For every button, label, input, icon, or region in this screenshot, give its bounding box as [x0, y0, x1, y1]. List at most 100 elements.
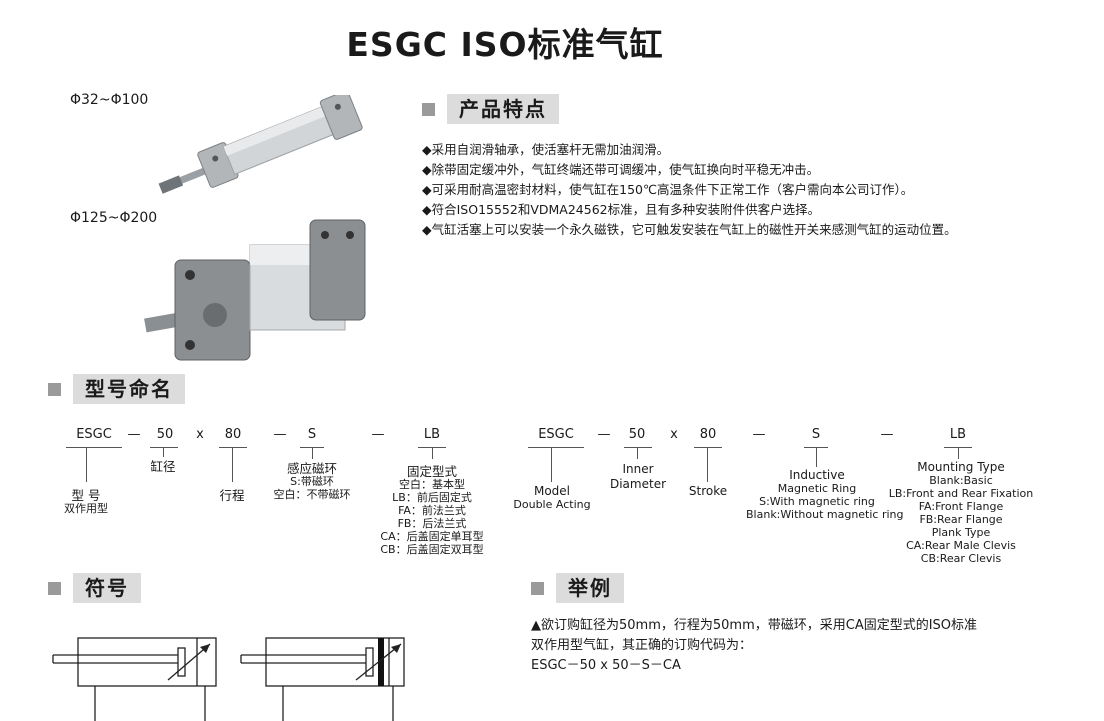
mount-line: CA：后盖固定单耳型	[380, 530, 484, 543]
code-series: ESGC	[76, 427, 112, 442]
model-section-header: 型号命名	[48, 374, 185, 404]
code-connector	[312, 447, 313, 459]
example-line: 双作用型气缸，其正确的订购代码为：	[531, 638, 753, 653]
sensor-line: 空白：不带磁环	[273, 488, 351, 501]
sensor-title: 感应磁环	[286, 461, 337, 476]
code-stroke: 80	[699, 427, 717, 442]
code-x: x	[670, 427, 678, 442]
example-code: ESGC－50 x 50－S－CA	[531, 658, 681, 673]
bore-line: Inner	[622, 462, 654, 476]
sensor-label-zh: 感应磁环 S:带磁环 空白：不带磁环	[262, 462, 362, 501]
stroke-label-en: Stroke	[688, 484, 728, 498]
feature-item: ◆除带固定缓冲外，气缸终端还带可调缓冲，使气缸换向时平稳无冲击。	[422, 162, 820, 177]
code-series: ESGC	[538, 427, 574, 442]
code-mount: LB	[423, 427, 441, 442]
example-heading: 举例	[556, 573, 624, 603]
features-section-header: 产品特点	[422, 94, 559, 124]
feature-item: ◆采用自润滑轴承，使活塞杆无需加油润滑。	[422, 142, 670, 157]
mount-title: Mounting Type	[917, 460, 1005, 474]
model-title: 型 号	[71, 488, 101, 503]
mount-line: 空白：基本型	[399, 478, 465, 491]
mount-line: FA：前法兰式	[398, 504, 466, 517]
code-dash: —	[880, 427, 894, 442]
section-square-icon	[48, 382, 61, 396]
code-connector	[637, 447, 638, 459]
example-text: ▲欲订购缸径为50mm，行程为50mm，带磁环，采用CA固定型式的ISO标准 双…	[531, 616, 977, 676]
code-stroke: 80	[224, 427, 242, 442]
code-underline	[150, 447, 178, 448]
sensor-line: S:带磁环	[290, 475, 334, 488]
mount-line: CB:Rear Clevis	[920, 552, 1002, 565]
code-sensor: S	[307, 427, 317, 442]
symbol-magnetic	[240, 637, 405, 721]
mount-line: CA:Rear Male Clevis	[906, 539, 1016, 552]
sensor-line: Magnetic Ring	[777, 482, 857, 495]
model-subtitle: Double Acting	[513, 498, 591, 511]
symbol-section-header: 符号	[48, 573, 141, 603]
code-connector	[958, 447, 959, 459]
code-connector	[86, 447, 87, 482]
mount-line: FA:Front Flange	[918, 500, 1004, 513]
code-bore: 50	[628, 427, 646, 442]
model-heading: 型号命名	[73, 374, 185, 404]
code-underline	[219, 447, 247, 448]
model-title: Model	[533, 484, 571, 498]
example-line: ▲欲订购缸径为50mm，行程为50mm，带磁环，采用CA固定型式的ISO标准	[531, 618, 978, 633]
features-list: ◆采用自润滑轴承，使活塞杆无需加油润滑。 ◆除带固定缓冲外，气缸终端还带可调缓冲…	[422, 140, 957, 240]
sensor-line: S:With magnetic ring	[759, 495, 875, 508]
bore-line: Diameter	[609, 477, 667, 491]
code-connector	[551, 447, 552, 482]
sensor-label-en: Inductive Magnetic Ring S:With magnetic …	[746, 468, 904, 522]
code-underline	[624, 447, 652, 448]
code-connector	[432, 447, 433, 459]
feature-item: ◆符合ISO15552和VDMA24562标准，且有多种安装附件供客户选择。	[422, 202, 821, 217]
model-label-en: Model Double Acting	[510, 484, 594, 512]
sensor-title: Inductive	[789, 468, 845, 482]
code-mount: LB	[949, 427, 967, 442]
stroke-label: 行程	[219, 488, 245, 503]
small-cylinder-image	[158, 95, 363, 194]
code-underline	[528, 447, 584, 448]
code-connector	[707, 447, 708, 482]
model-subtitle: 双作用型	[64, 502, 108, 515]
code-underline	[694, 447, 722, 448]
bore-label: 缸径	[150, 459, 176, 474]
bore-label-en: Inner Diameter	[602, 462, 674, 492]
code-dash: —	[127, 427, 141, 442]
code-sensor: S	[811, 427, 821, 442]
code-bore: 50	[156, 427, 174, 442]
size-label-large: Φ125~Φ200	[70, 210, 158, 226]
code-dash: —	[273, 427, 287, 442]
code-connector	[163, 447, 164, 457]
symbol-heading: 符号	[73, 573, 141, 603]
mount-line: FB:Rear Flange	[919, 513, 1003, 526]
mount-line: Blank:Basic	[929, 474, 993, 487]
model-label-zh: 型 号 双作用型	[50, 489, 122, 515]
mount-title: 固定型式	[406, 464, 457, 479]
code-x: x	[196, 427, 204, 442]
code-connector	[816, 447, 817, 467]
mount-line: CB：后盖固定双耳型	[380, 543, 484, 556]
section-square-icon	[531, 581, 544, 595]
size-label-small: Φ32~Φ100	[70, 92, 149, 108]
code-dash: —	[371, 427, 385, 442]
example-section-header: 举例	[531, 573, 624, 603]
feature-item: ◆可采用耐高温密封材料，使气缸在150℃高温条件下正常工作（客户需向本公司订作）…	[422, 182, 914, 197]
mount-label-en: Mounting Type Blank:Basic LB:Front and R…	[886, 460, 1036, 566]
features-heading: 产品特点	[447, 94, 559, 124]
page-title: ESGC ISO标准气缸	[346, 25, 664, 64]
mount-label-zh: 固定型式 空白：基本型 LB：前后固定式 FA：前法兰式 FB：后法兰式 CA：…	[372, 465, 492, 556]
mount-line: LB：前后固定式	[392, 491, 472, 504]
mount-line: Plank Type	[931, 526, 991, 539]
code-dash: —	[597, 427, 611, 442]
large-cylinder-image	[144, 219, 366, 361]
section-square-icon	[48, 581, 61, 595]
mount-line: LB:Front and Rear Fixation	[888, 487, 1034, 500]
code-underline	[66, 447, 122, 448]
sensor-line: Blank:Without magnetic ring	[746, 508, 904, 521]
section-square-icon	[422, 102, 435, 116]
code-dash: —	[752, 427, 766, 442]
feature-item: ◆气缸活塞上可以安装一个永久磁铁，它可触发安装在气缸上的磁性开关来感测气缸的运动…	[422, 222, 957, 237]
code-connector	[232, 447, 233, 482]
symbol-double-acting	[52, 637, 217, 721]
